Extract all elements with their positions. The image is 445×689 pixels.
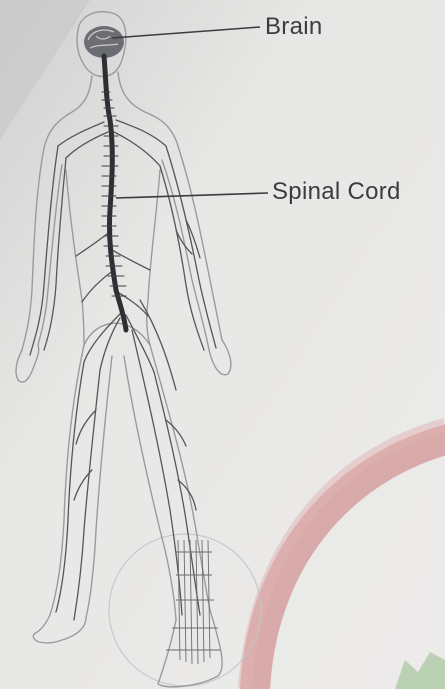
spinal-cord-label: Spinal Cord xyxy=(272,178,401,206)
brain-label: Brain xyxy=(265,13,323,41)
brain-graphic xyxy=(84,26,124,58)
